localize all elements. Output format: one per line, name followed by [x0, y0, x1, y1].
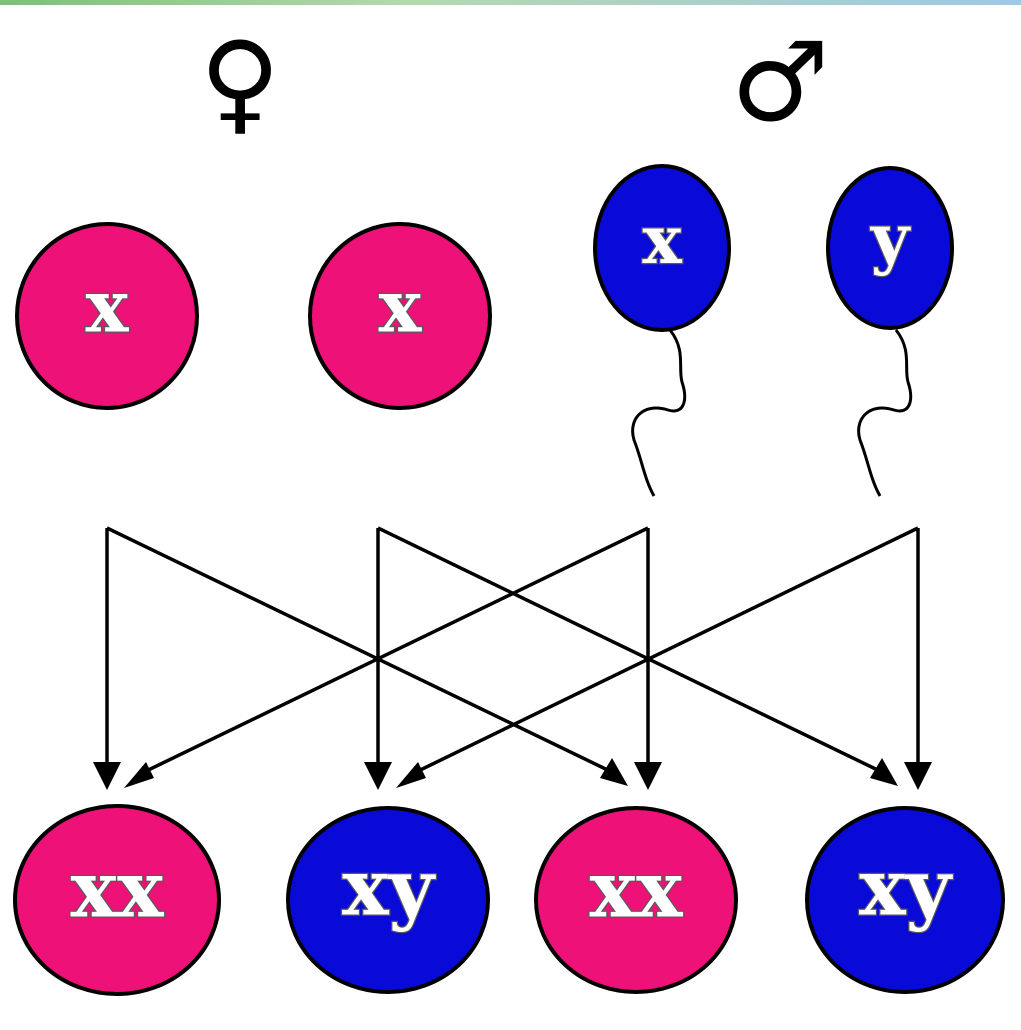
- egg-cell-2: x: [308, 222, 492, 410]
- offspring-cell-1: xx: [13, 804, 221, 996]
- arrowhead: [93, 762, 121, 790]
- arrow-egg2-to-offspring4: [377, 526, 889, 777]
- arrowhead: [364, 762, 392, 790]
- offspring-cell-4: xy: [805, 806, 1005, 994]
- female-symbol-icon: ♀: [200, 18, 281, 146]
- arrowhead: [600, 758, 628, 786]
- sperm-cell-x: x: [593, 164, 731, 497]
- offspring-cell-2: xy: [286, 806, 490, 994]
- egg-cell-label: x: [379, 264, 423, 349]
- offspring-label: xx: [589, 845, 684, 936]
- sperm-tail: [631, 329, 687, 497]
- cross-arrows: [105, 526, 920, 777]
- offspring-label: xy: [342, 843, 437, 934]
- egg-cell-label: x: [86, 264, 130, 349]
- offspring-label: xx: [70, 845, 165, 936]
- top-accent-bar: [0, 0, 1021, 5]
- male-symbol-icon: ♂: [731, 18, 830, 146]
- arrowhead: [870, 758, 898, 786]
- sperm-tail: [857, 329, 913, 497]
- sperm-cell-label: x: [642, 201, 682, 279]
- arrowhead: [124, 762, 154, 788]
- arrowheads: [93, 758, 932, 790]
- egg-cell-1: x: [15, 222, 199, 410]
- sperm-cell-y: y: [826, 166, 954, 497]
- arrow-egg1-to-offspring3: [106, 526, 619, 777]
- offspring-cell-3: xx: [534, 806, 738, 994]
- arrowhead: [634, 762, 662, 790]
- arrowhead: [904, 762, 932, 790]
- arrow-spermx-to-offspring1: [137, 526, 649, 777]
- offspring-label: xy: [859, 843, 954, 934]
- arrowhead: [396, 762, 426, 788]
- sperm-cell-label: y: [870, 199, 911, 277]
- arrow-spermy-to-offspring2: [409, 526, 919, 777]
